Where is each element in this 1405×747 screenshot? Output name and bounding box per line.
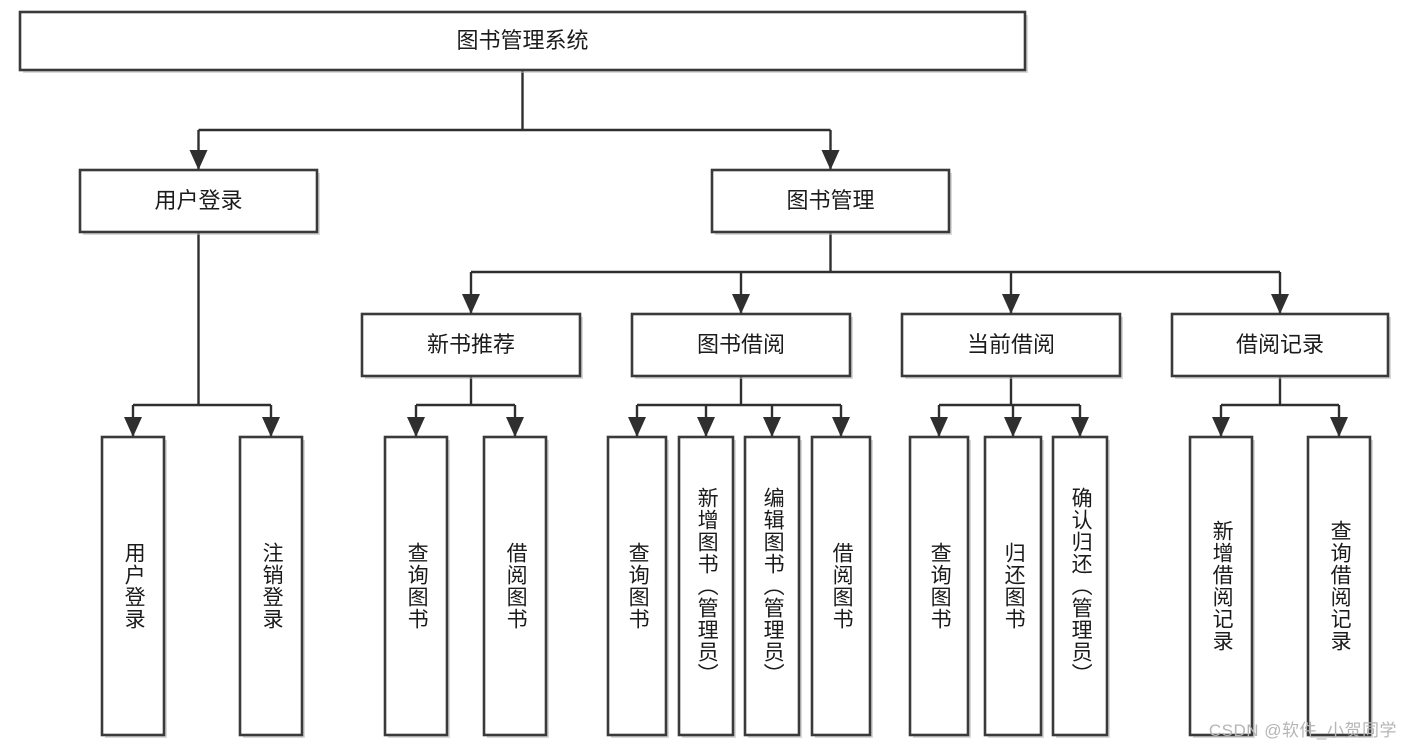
node-box-root[interactable]: [18, 10, 1027, 72]
node-label-user-login: 用户登录: [154, 188, 242, 213]
node-box-leaf-edit-book-admin[interactable]: [743, 435, 801, 737]
edge-root-arrow-0: [189, 150, 208, 170]
node-label-current-borrow: 当前借阅: [967, 332, 1055, 357]
edge-new-book-recommend-arrow-0: [407, 417, 425, 437]
node-box-leaf-query-book-3[interactable]: [908, 435, 970, 737]
edge-user-login-arrow-1: [262, 417, 280, 437]
edge-root-arrow-1: [821, 150, 840, 170]
node-box-layer: [18, 10, 1391, 738]
edge-book-borrow-arrow-2: [763, 417, 781, 437]
connector-layer: [124, 70, 1348, 437]
node-box-leaf-confirm-return-admin[interactable]: [1051, 435, 1109, 737]
node-box-leaf-logout-login[interactable]: [238, 435, 304, 737]
node-box-new-book-recommend[interactable]: [360, 312, 582, 378]
node-box-leaf-borrow-book-1[interactable]: [482, 435, 548, 737]
node-box-leaf-borrow-book-2[interactable]: [810, 435, 872, 737]
node-box-leaf-add-borrow-record[interactable]: [1188, 435, 1254, 737]
node-box-borrow-record[interactable]: [1170, 312, 1390, 378]
node-label-borrow-record: 借阅记录: [1236, 332, 1324, 357]
edge-current-borrow-arrow-2: [1071, 417, 1089, 437]
node-box-leaf-query-book-2[interactable]: [606, 435, 668, 737]
edge-current-borrow-arrow-1: [1004, 417, 1022, 437]
node-box-book-manage[interactable]: [710, 168, 951, 234]
node-box-leaf-query-borrow-record[interactable]: [1306, 435, 1372, 737]
watermark-text: CSDN @软件_小贺同学: [1208, 721, 1397, 740]
node-box-current-borrow[interactable]: [900, 312, 1122, 378]
node-box-leaf-query-book-1[interactable]: [383, 435, 449, 737]
edge-book-borrow-arrow-0: [628, 417, 646, 437]
node-box-leaf-user-login[interactable]: [100, 435, 166, 737]
node-box-book-borrow[interactable]: [630, 312, 852, 378]
edge-user-login-arrow-0: [124, 417, 142, 437]
node-box-leaf-return-book[interactable]: [983, 435, 1043, 737]
edge-book-borrow-arrow-1: [697, 417, 715, 437]
edge-book-manage-arrow-1: [732, 294, 750, 314]
node-label-book-manage: 图书管理: [786, 188, 874, 213]
edge-borrow-record-arrow-1: [1330, 417, 1348, 437]
node-box-user-login[interactable]: [78, 168, 319, 234]
edge-current-borrow-arrow-0: [930, 417, 948, 437]
node-box-leaf-add-book-admin[interactable]: [677, 435, 735, 737]
edge-borrow-record-arrow-0: [1212, 417, 1230, 437]
edge-book-manage-arrow-3: [1271, 294, 1289, 314]
edge-book-borrow-arrow-3: [832, 417, 850, 437]
node-label-book-borrow: 图书借阅: [697, 332, 785, 357]
edge-new-book-recommend-arrow-1: [506, 417, 524, 437]
edge-book-manage-arrow-0: [462, 294, 480, 314]
node-label-root: 图书管理系统: [456, 28, 588, 53]
node-label-new-book-recommend: 新书推荐: [427, 332, 515, 357]
edge-book-manage-arrow-2: [1002, 294, 1020, 314]
